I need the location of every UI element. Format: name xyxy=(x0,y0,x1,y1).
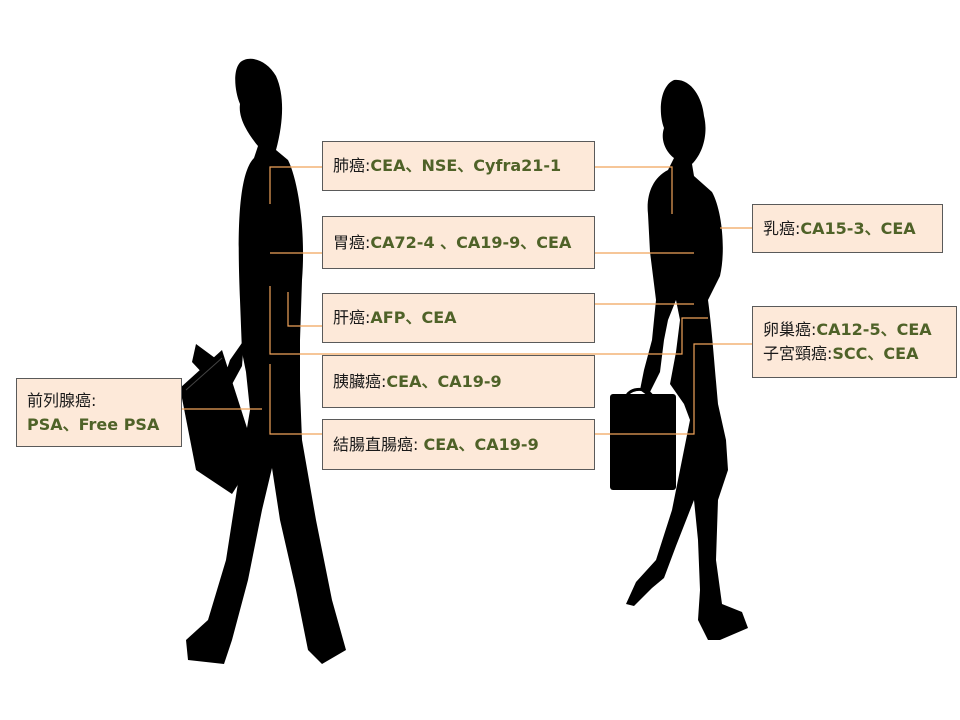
box-line: 前列腺癌: xyxy=(27,390,97,410)
box-prostate: 前列腺癌: PSA、Free PSA xyxy=(16,378,182,447)
box-breast: 乳癌:CA15-3、CEA xyxy=(752,204,943,253)
connector-colorectal-man xyxy=(269,364,322,435)
box-colorectal: 結腸直腸癌: CEA、CA19-9 xyxy=(322,419,595,470)
connector-lung-man xyxy=(269,166,322,204)
woman-silhouette xyxy=(626,79,748,641)
box-line: 胰臟癌:CEA、CA19-9 xyxy=(333,371,502,391)
connector-liver-man xyxy=(287,292,322,327)
briefcase-man xyxy=(180,344,256,494)
box-line: 肝癌:AFP、CEA xyxy=(333,308,457,327)
box-line: 胃癌:CA72-4 、CA19-9、CEA xyxy=(333,232,572,252)
box-line: 卵巢癌:CA12-5、CEA xyxy=(763,320,932,339)
box-lung: 肺癌:CEA、NSE、Cyfra21-1 xyxy=(322,141,595,191)
box-line: 乳癌:CA15-3、CEA xyxy=(763,218,916,238)
box-pancreas: 胰臟癌:CEA、CA19-9 xyxy=(322,355,595,408)
box-ovary-cervix: 卵巢癌:CA12-5、CEA 子宮頸癌:SCC、CEA xyxy=(752,306,957,378)
box-line: 子宮頸癌:SCC、CEA xyxy=(763,344,919,363)
box-line: 結腸直腸癌: CEA、CA19-9 xyxy=(333,434,539,454)
box-line: PSA、Free PSA xyxy=(27,414,160,434)
connector-pancreas xyxy=(269,286,708,355)
connector-colorectal-woman xyxy=(594,343,752,435)
briefcase-woman xyxy=(610,388,676,490)
connector-lung-woman xyxy=(594,166,673,214)
box-stomach: 胃癌:CA72-4 、CA19-9、CEA xyxy=(322,216,595,269)
box-liver: 肝癌:AFP、CEA xyxy=(322,293,595,343)
box-line: 肺癌:CEA、NSE、Cyfra21-1 xyxy=(333,156,562,175)
